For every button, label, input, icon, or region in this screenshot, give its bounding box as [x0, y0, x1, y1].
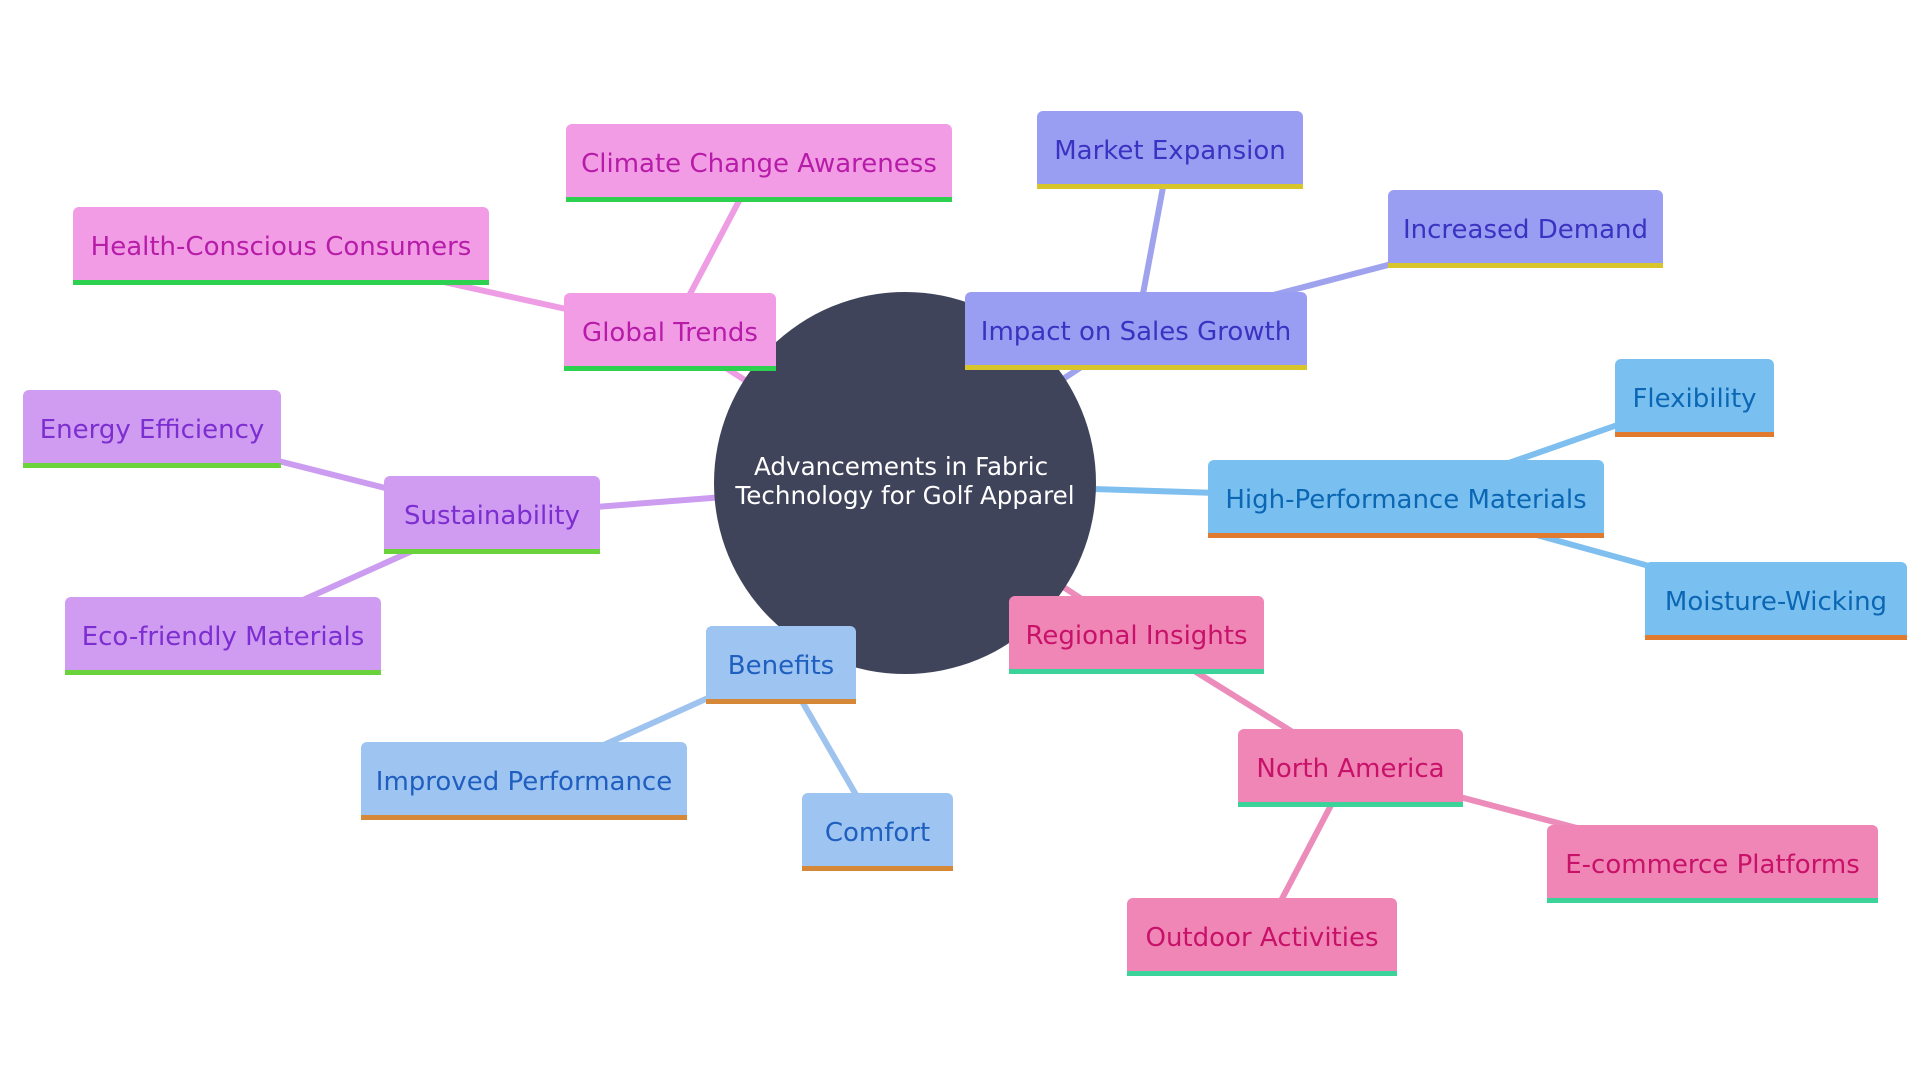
node-box-outdoor-activities	[1127, 898, 1397, 976]
center-title-line-1: Advancements in Fabric	[754, 452, 1048, 481]
node-box-market-expansion	[1037, 111, 1303, 189]
node-underline-energy-efficiency	[23, 463, 281, 468]
node-global-trends[interactable]: Global Trends	[564, 293, 776, 371]
node-eco-friendly[interactable]: Eco-friendly Materials	[65, 597, 381, 675]
node-underline-market-expansion	[1037, 184, 1303, 189]
center-title-line-2: Technology for Golf Apparel	[734, 481, 1074, 510]
node-label-health-conscious: Health-Conscious Consumers	[91, 232, 472, 262]
node-box-increased-demand	[1388, 190, 1663, 268]
node-sustainability[interactable]: Sustainability	[384, 476, 600, 554]
node-health-conscious[interactable]: Health-Conscious Consumers	[73, 207, 489, 285]
node-box-energy-efficiency	[23, 390, 281, 468]
node-underline-comfort	[802, 866, 953, 871]
node-underline-improved-performance	[361, 815, 687, 820]
node-label-sustainability: Sustainability	[404, 501, 580, 531]
node-market-expansion[interactable]: Market Expansion	[1037, 111, 1303, 189]
node-box-sustainability	[384, 476, 600, 554]
node-comfort[interactable]: Comfort	[802, 793, 953, 871]
node-label-outdoor-activities: Outdoor Activities	[1145, 923, 1378, 953]
node-label-benefits: Benefits	[728, 651, 834, 681]
node-outdoor-activities[interactable]: Outdoor Activities	[1127, 898, 1397, 976]
node-impact-sales[interactable]: Impact on Sales Growth	[965, 292, 1307, 370]
node-label-energy-efficiency: Energy Efficiency	[40, 415, 265, 445]
node-underline-sustainability	[384, 549, 600, 554]
node-underline-health-conscious	[73, 280, 489, 285]
node-box-climate-change	[566, 124, 952, 202]
node-energy-efficiency[interactable]: Energy Efficiency	[23, 390, 281, 468]
node-box-impact-sales	[965, 292, 1307, 370]
node-underline-increased-demand	[1388, 263, 1663, 268]
node-box-eco-friendly	[65, 597, 381, 675]
node-label-high-performance: High-Performance Materials	[1225, 485, 1586, 515]
node-box-ecommerce	[1547, 825, 1878, 903]
node-box-global-trends	[564, 293, 776, 371]
node-improved-performance[interactable]: Improved Performance	[361, 742, 687, 820]
node-label-ecommerce: E-commerce Platforms	[1565, 850, 1860, 880]
node-underline-moisture-wicking	[1645, 635, 1907, 640]
node-high-performance[interactable]: High-Performance Materials	[1208, 460, 1604, 538]
node-moisture-wicking[interactable]: Moisture-Wicking	[1645, 562, 1907, 640]
node-label-improved-performance: Improved Performance	[376, 767, 672, 797]
node-label-climate-change: Climate Change Awareness	[581, 149, 937, 179]
node-box-regional-insights	[1009, 596, 1264, 674]
node-label-comfort: Comfort	[825, 818, 930, 848]
node-climate-change[interactable]: Climate Change Awareness	[566, 124, 952, 202]
node-label-eco-friendly: Eco-friendly Materials	[82, 622, 365, 652]
node-box-moisture-wicking	[1645, 562, 1907, 640]
node-underline-ecommerce	[1547, 898, 1878, 903]
node-underline-high-performance	[1208, 533, 1604, 538]
node-box-flexibility	[1615, 359, 1774, 437]
center-circle	[714, 292, 1096, 674]
center-node: Advancements in Fabric Technology for Go…	[714, 292, 1096, 674]
node-underline-outdoor-activities	[1127, 971, 1397, 976]
node-box-improved-performance	[361, 742, 687, 820]
node-box-health-conscious	[73, 207, 489, 285]
node-label-regional-insights: Regional Insights	[1025, 621, 1247, 651]
node-ecommerce[interactable]: E-commerce Platforms	[1547, 825, 1878, 903]
node-underline-climate-change	[566, 197, 952, 202]
node-underline-regional-insights	[1009, 669, 1264, 674]
node-label-impact-sales: Impact on Sales Growth	[981, 317, 1291, 347]
node-regional-insights[interactable]: Regional Insights	[1009, 596, 1264, 674]
node-box-comfort	[802, 793, 953, 871]
node-label-increased-demand: Increased Demand	[1403, 215, 1648, 245]
node-label-market-expansion: Market Expansion	[1054, 136, 1286, 166]
node-underline-benefits	[706, 699, 856, 704]
node-underline-north-america	[1238, 802, 1463, 807]
node-label-global-trends: Global Trends	[582, 318, 758, 348]
node-flexibility[interactable]: Flexibility	[1615, 359, 1774, 437]
node-underline-flexibility	[1615, 432, 1774, 437]
node-underline-impact-sales	[965, 365, 1307, 370]
node-box-benefits	[706, 626, 856, 704]
node-label-flexibility: Flexibility	[1632, 384, 1756, 414]
node-increased-demand[interactable]: Increased Demand	[1388, 190, 1663, 268]
node-label-moisture-wicking: Moisture-Wicking	[1665, 587, 1887, 617]
node-underline-global-trends	[564, 366, 776, 371]
node-box-high-performance	[1208, 460, 1604, 538]
node-benefits[interactable]: Benefits	[706, 626, 856, 704]
nodes-layer: Global Trends Climate Change AwarenessHea…	[23, 111, 1907, 976]
node-underline-eco-friendly	[65, 670, 381, 675]
node-label-north-america: North America	[1256, 754, 1444, 784]
node-north-america[interactable]: North America	[1238, 729, 1463, 807]
center-title: Advancements in Fabric Technology for Go…	[734, 452, 1074, 510]
node-box-north-america	[1238, 729, 1463, 807]
